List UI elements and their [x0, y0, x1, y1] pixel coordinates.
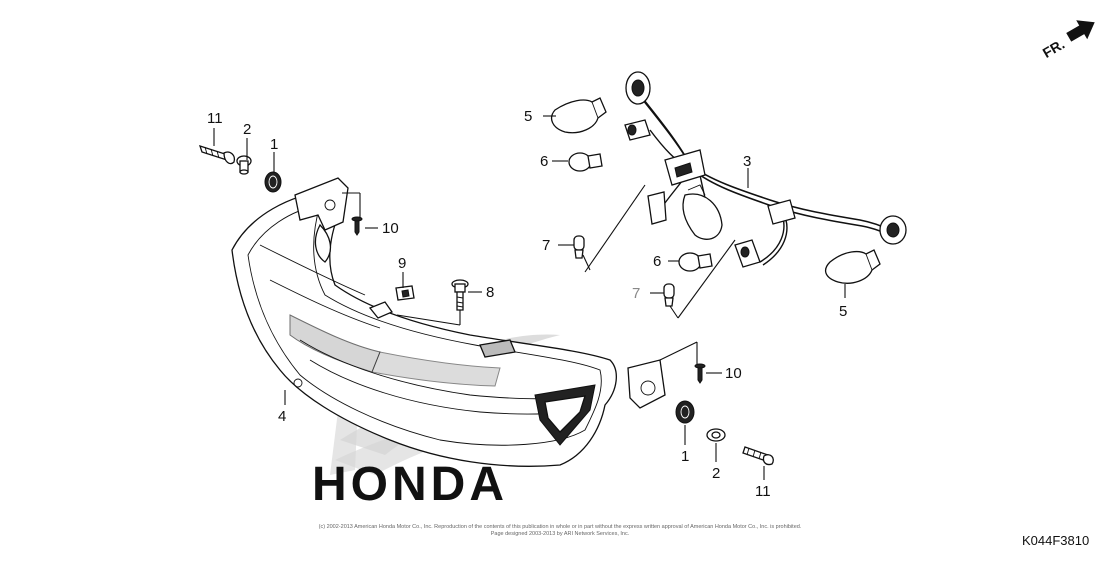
leader-lines	[213, 115, 846, 480]
copyright-line-2: Page designed 2003-2013 by ARI Network S…	[491, 531, 630, 537]
callout-8: 8	[486, 284, 494, 301]
collar-2-upper	[236, 155, 252, 175]
callout-5-upper: 5	[524, 108, 532, 125]
callout-4: 4	[278, 408, 286, 425]
callout-6-upper: 6	[540, 153, 548, 170]
grommet-1-lower	[675, 400, 695, 424]
callout-11-lower: 11	[755, 483, 771, 500]
bolt-11-upper	[198, 144, 236, 165]
headlight-assembly	[231, 177, 666, 467]
grommet-1-upper	[264, 171, 282, 193]
collar-2-lower	[706, 428, 726, 442]
bulb-7-upper	[573, 235, 585, 259]
callout-2-upper: 2	[243, 121, 251, 138]
wire-harness	[624, 71, 907, 268]
screw-10-lower	[694, 363, 706, 384]
callout-7-upper: 7	[542, 237, 550, 254]
callout-9: 9	[398, 255, 406, 272]
callout-2-lower: 2	[712, 465, 720, 482]
callout-3: 3	[743, 153, 751, 170]
callout-10-upper: 10	[382, 220, 399, 237]
callout-1-upper: 1	[270, 136, 278, 153]
clip-nut-9	[395, 285, 415, 301]
bolt-8	[451, 279, 469, 311]
callout-5-lower: 5	[839, 303, 847, 320]
callout-11-upper: 11	[207, 110, 223, 127]
bulb-6-upper	[568, 152, 603, 172]
copyright-line-1: (c) 2002-2013 American Honda Motor Co., …	[319, 524, 802, 530]
bulb-6-lower	[678, 252, 713, 272]
callout-10-lower: 10	[725, 365, 742, 382]
bulb-7-lower	[663, 283, 675, 307]
callout-labels: 11 2 1 10 9 8 4 5 6 3 7 6 7 5 10 1 2 11	[207, 108, 847, 500]
watermark-text: HONDA	[312, 458, 508, 511]
callout-7-lower: 7	[632, 285, 640, 302]
drawing-code: K044F3810	[1022, 533, 1089, 548]
callout-1-lower: 1	[681, 448, 689, 465]
bolt-11-lower	[742, 446, 774, 466]
fr-label: FR.	[1040, 36, 1068, 61]
front-arrow-icon	[1066, 20, 1095, 42]
bulb-5-upper	[551, 97, 607, 134]
bulb-5-lower	[824, 249, 881, 284]
front-orientation-indicator: FR.	[1040, 20, 1095, 61]
callout-6-lower: 6	[653, 253, 661, 270]
screw-10-upper	[351, 216, 363, 236]
